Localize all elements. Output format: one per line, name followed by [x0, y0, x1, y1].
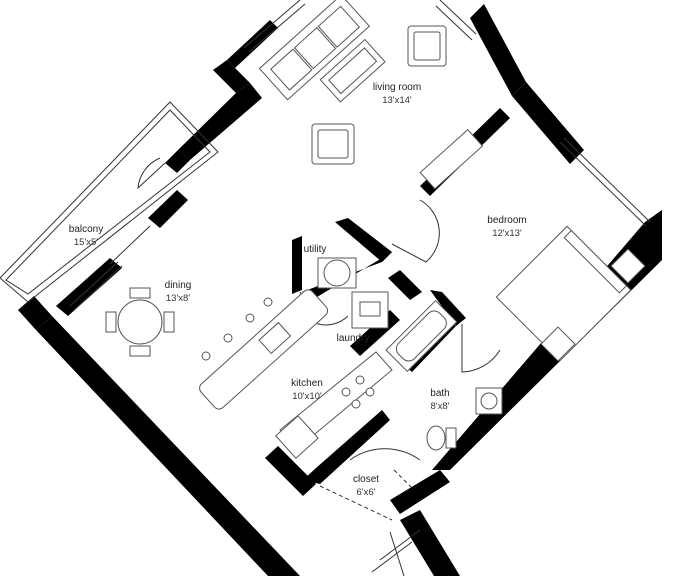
washer-icon	[351, 291, 389, 329]
kitchen-counter	[275, 351, 393, 459]
wall-corner-post	[18, 296, 52, 330]
bedroom-door	[391, 199, 440, 263]
dining-table-icon	[105, 287, 175, 357]
wall-bottom-right	[400, 510, 460, 576]
wall-living-top-left	[213, 60, 250, 93]
closet-door	[349, 448, 421, 461]
utility-appliances	[317, 257, 389, 329]
wall-kitchen-bottom	[265, 446, 316, 496]
wall-balcony-door-jamb	[165, 150, 190, 173]
room-size-kitchen: 10'x10'	[292, 391, 322, 402]
stove-icon	[341, 375, 375, 409]
window-living-top-right	[439, 0, 477, 35]
room-labels: living room 13'x14' balcony 15'x5' bedro…	[69, 82, 527, 498]
tv-console-icon	[419, 128, 484, 190]
room-size-balcony: 15'x5'	[74, 237, 98, 248]
room-name-kitchen: kitchen	[291, 378, 323, 389]
balcony-door	[137, 157, 166, 190]
room-name-laundry: laundry	[337, 333, 370, 344]
nightstand-icon	[610, 248, 646, 284]
room-size-dining: 13'x8'	[166, 293, 190, 304]
wall-living-left	[178, 83, 262, 160]
laundry-door	[299, 291, 349, 326]
fridge-icon	[275, 415, 319, 459]
wall-closet-bottom	[390, 470, 450, 514]
wall-dining-left	[56, 258, 122, 316]
sink-icon	[258, 321, 292, 355]
room-name-bedroom: bedroom	[487, 215, 526, 226]
window-dining	[69, 261, 119, 307]
window-bedroom	[559, 141, 647, 227]
windows	[69, 0, 651, 311]
bath-door	[461, 324, 501, 373]
armchair-icon	[311, 123, 355, 165]
wall-bottom-left	[36, 316, 300, 576]
living-furniture	[258, 0, 484, 190]
wall-utility-left	[292, 236, 302, 294]
room-size-bedroom: 12'x13'	[492, 228, 522, 239]
room-name-bath: bath	[430, 388, 449, 399]
bath-fixtures	[385, 299, 503, 451]
room-name-closet: closet	[353, 474, 379, 485]
window-balcony	[109, 225, 151, 265]
balcony-outline	[0, 101, 219, 303]
toilet-icon	[426, 425, 457, 451]
room-size-bath: 8'x8'	[431, 401, 450, 412]
bathtub-icon	[385, 299, 458, 373]
kitchen-island-icon	[199, 289, 329, 410]
entry-hall	[371, 529, 421, 576]
bar-stools	[201, 297, 273, 361]
room-size-living: 13'x14'	[382, 95, 412, 106]
wall-bedroom-top	[512, 82, 584, 164]
armchair-icon	[407, 25, 447, 67]
wall-core-center	[388, 270, 422, 300]
room-name-utility: utility	[304, 244, 327, 255]
doors	[137, 157, 501, 461]
nightstand-icon	[540, 326, 576, 362]
room-name-dining: dining	[165, 280, 192, 291]
wall-closet-left	[303, 410, 390, 484]
wall-living-nook	[227, 20, 278, 68]
bedroom-furniture	[495, 225, 646, 362]
wall-utility-top	[335, 218, 392, 262]
wall-living-top-right	[470, 4, 526, 96]
bed-icon	[495, 225, 632, 362]
coffee-table-icon	[319, 38, 386, 103]
room-size-closet: 6'x6'	[357, 487, 376, 498]
window-living-top-left	[243, 0, 301, 49]
wall-balcony-inner	[148, 190, 188, 228]
room-name-balcony: balcony	[69, 224, 103, 235]
bath-sink-icon	[475, 387, 503, 415]
room-name-living: living room	[373, 82, 421, 93]
sofa-icon	[258, 0, 371, 101]
wall-bath-top	[430, 290, 466, 326]
closet-shelf	[319, 469, 413, 521]
